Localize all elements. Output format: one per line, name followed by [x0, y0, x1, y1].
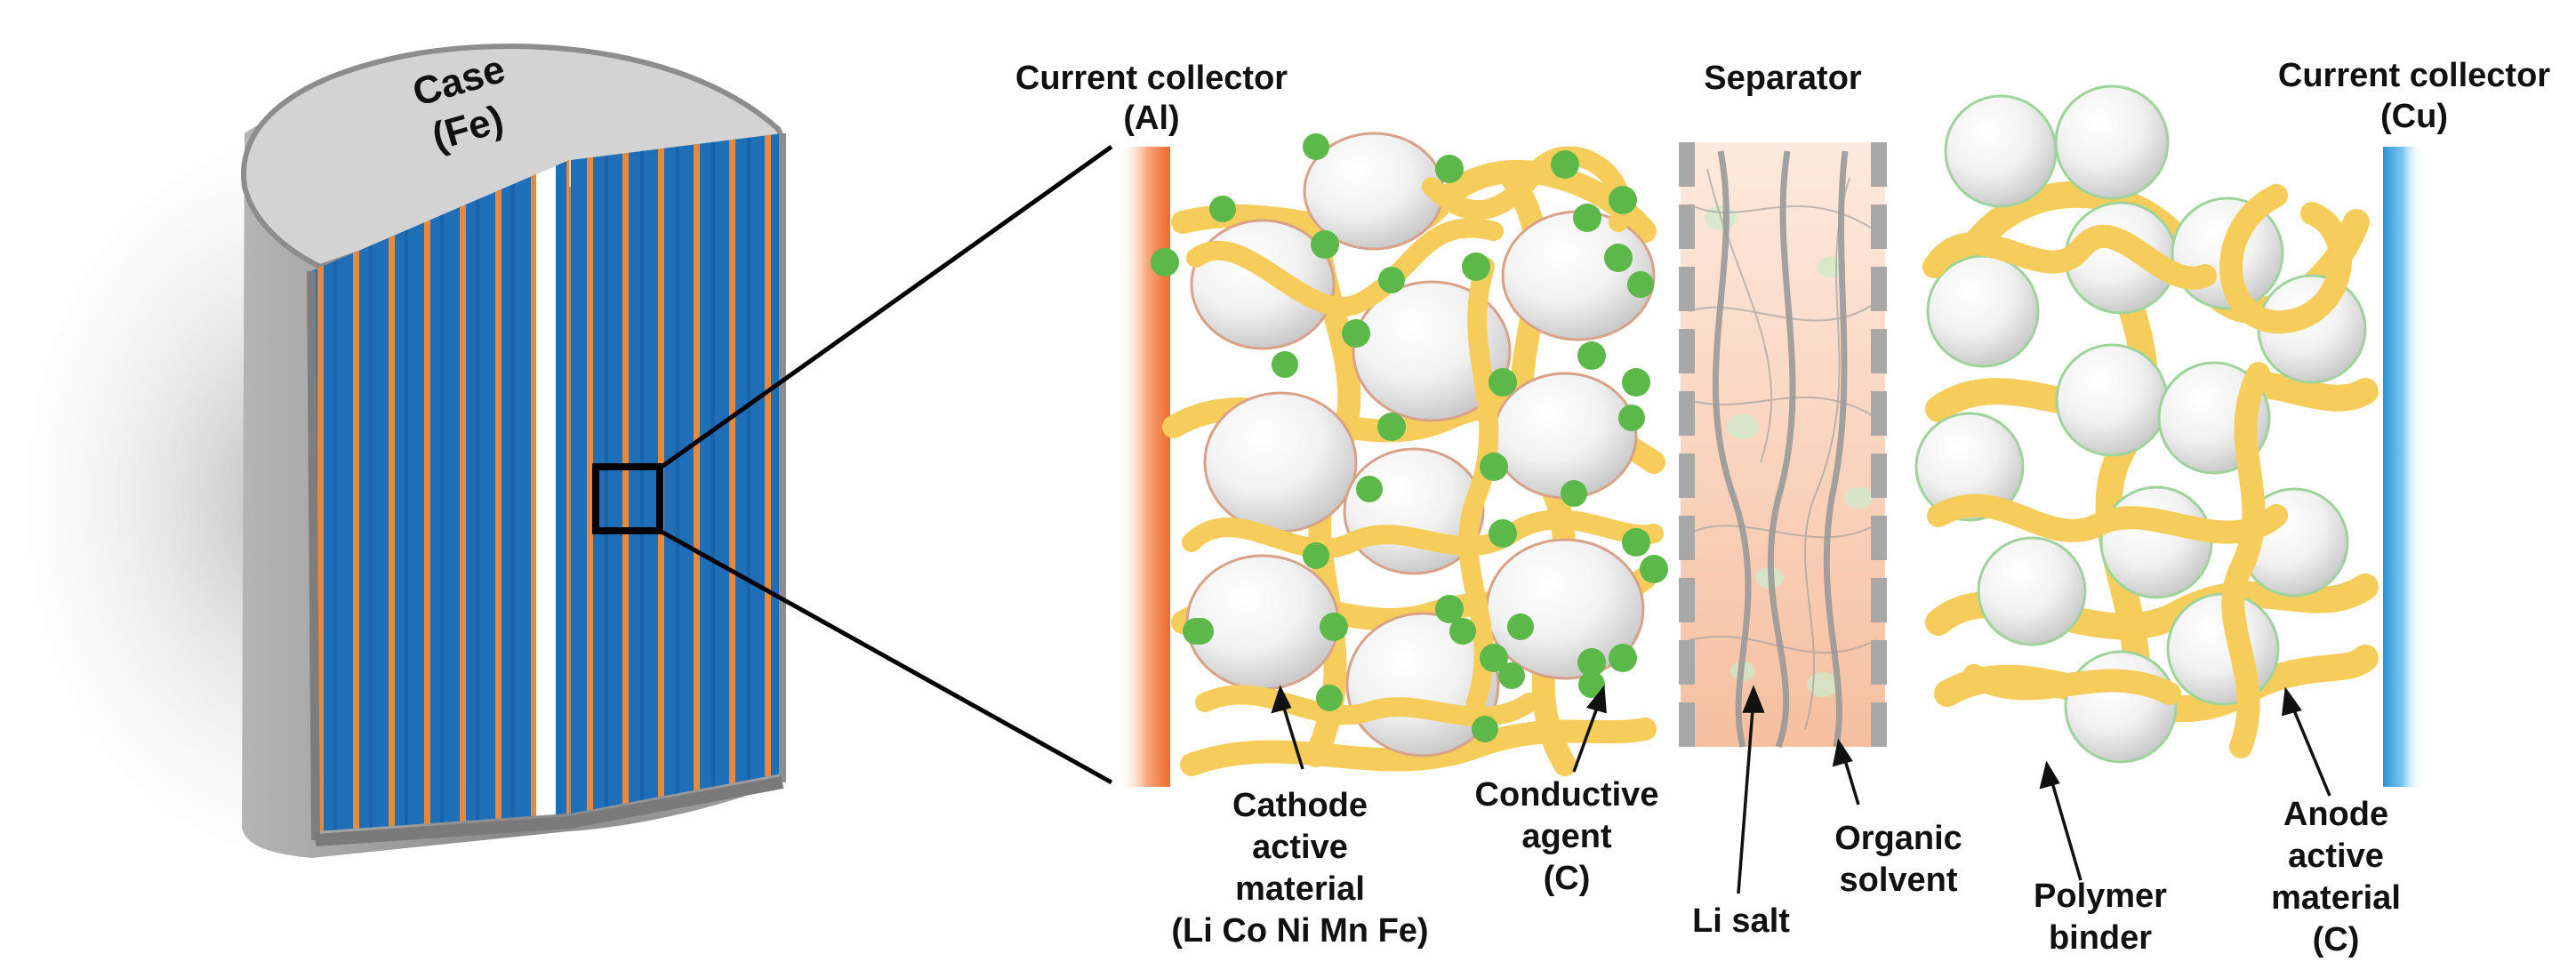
cu-collector-label-line2: (Cu) — [2380, 98, 2448, 135]
labels: Current collector (Al) Separator Current… — [1015, 57, 2550, 958]
cathode-label-line4: (Li Co Ni Mn Fe) — [1171, 912, 1428, 950]
label-arrows — [1271, 685, 2331, 894]
conductive-dot — [1609, 186, 1637, 214]
center-gap — [536, 160, 556, 831]
conductive-dot — [1435, 595, 1464, 623]
anode-particle — [2055, 343, 2169, 457]
conductive-label-line1: Conductive — [1475, 776, 1659, 814]
battery-case: Case (Fe) — [27, 44, 787, 858]
anode-particle — [1914, 412, 2025, 522]
conductive-dot — [1640, 555, 1668, 583]
anode-particle — [2054, 84, 2170, 200]
organic-solvent-label-line1: Organic — [1834, 820, 1962, 857]
anode-label-line4: (C) — [2313, 921, 2360, 958]
conductive-dot — [1578, 671, 1605, 698]
anode-particles — [1914, 84, 2367, 764]
li-salt-label: Li salt — [1692, 902, 1790, 940]
anode-binder-front — [1922, 184, 2352, 758]
conductive-dot — [1272, 351, 1298, 378]
conductive-dot — [1435, 155, 1464, 183]
anode-label-line1: Anode — [2283, 796, 2388, 833]
anode-particle — [1944, 94, 2058, 208]
aluminum-collector — [1119, 147, 1170, 787]
conductive-dot — [1573, 204, 1601, 232]
conductive-dot — [1622, 368, 1650, 397]
conductive-dot — [1151, 248, 1179, 277]
cathode-particle — [1492, 372, 1638, 500]
conductive-dot — [1627, 271, 1654, 298]
anode-particle — [1977, 536, 2087, 646]
al-collector-label-line1: Current collector — [1015, 60, 1288, 97]
separator-label: Separator — [1704, 60, 1862, 97]
anode-particle — [2064, 650, 2178, 764]
cathode-label-line3: material — [1235, 870, 1365, 908]
anode-layer — [1914, 84, 2379, 764]
anode-label-line2: active — [2288, 838, 2384, 875]
conductive-label-line3: (C) — [1544, 860, 1591, 897]
case-top — [241, 44, 787, 270]
electrode-roll-right — [571, 133, 782, 814]
polymer-binder-label-line2: binder — [2049, 919, 2152, 957]
conductive-dot — [1320, 613, 1348, 641]
conductive-dot — [1378, 267, 1405, 293]
conductive-dot — [1577, 341, 1606, 370]
cathode-label-line2: active — [1252, 829, 1348, 866]
conductive-dot — [1183, 618, 1209, 645]
anode-particle — [1926, 254, 2040, 368]
zoom-box — [592, 463, 663, 534]
polymer-binder-label-line1: Polymer — [2034, 878, 2167, 915]
conductive-label-line2: agent — [1521, 818, 1612, 855]
separator-walls — [1679, 142, 1887, 747]
conductive-dot — [1480, 453, 1508, 481]
conductive-dot — [1449, 618, 1476, 645]
organic-solvent-label-line2: solvent — [1839, 862, 1957, 899]
conductive-dot — [1507, 613, 1534, 640]
cathode-binder-front — [1182, 146, 1664, 726]
conductive-dot — [1577, 648, 1606, 677]
anode-particle — [2099, 485, 2213, 599]
electrode-roll-left — [311, 160, 569, 831]
conductive-dot — [1311, 230, 1339, 259]
cathode-layer — [1151, 132, 1668, 776]
conductive-dot — [1303, 542, 1329, 569]
conductive-dot — [1561, 480, 1587, 507]
cathode-particle — [1203, 391, 1358, 533]
conductive-dot — [1622, 528, 1650, 557]
conductive-dot — [1377, 413, 1406, 441]
conductive-dot — [1209, 196, 1236, 222]
conductive-dot — [1604, 244, 1633, 272]
zoom-callout — [592, 144, 1113, 785]
conductive-dot — [1609, 644, 1637, 672]
conductive-dot — [1489, 519, 1517, 548]
conductive-dot — [1551, 150, 1579, 179]
conductive-dot — [1462, 253, 1490, 281]
conductive-dot — [1303, 133, 1329, 160]
conductive-dot — [1356, 476, 1383, 502]
copper-collector — [2383, 147, 2422, 787]
cathode-label-line1: Cathode — [1232, 787, 1368, 824]
conductive-dot — [1480, 644, 1508, 672]
conductive-agent-dots — [1151, 133, 1668, 742]
separator — [1679, 142, 1887, 749]
separator-fibers — [1712, 150, 1849, 749]
conductive-dot — [1342, 319, 1370, 348]
al-collector-label-line2: (Al) — [1123, 100, 1179, 137]
conductive-dot — [1498, 662, 1525, 689]
conductive-dot — [1316, 685, 1343, 711]
conductive-dot — [1489, 368, 1517, 397]
conductive-dot — [1472, 716, 1498, 742]
cu-collector-label-line1: Current collector — [2278, 57, 2550, 94]
anode-label-line3: material — [2271, 879, 2401, 917]
conductive-dot — [1618, 405, 1645, 431]
